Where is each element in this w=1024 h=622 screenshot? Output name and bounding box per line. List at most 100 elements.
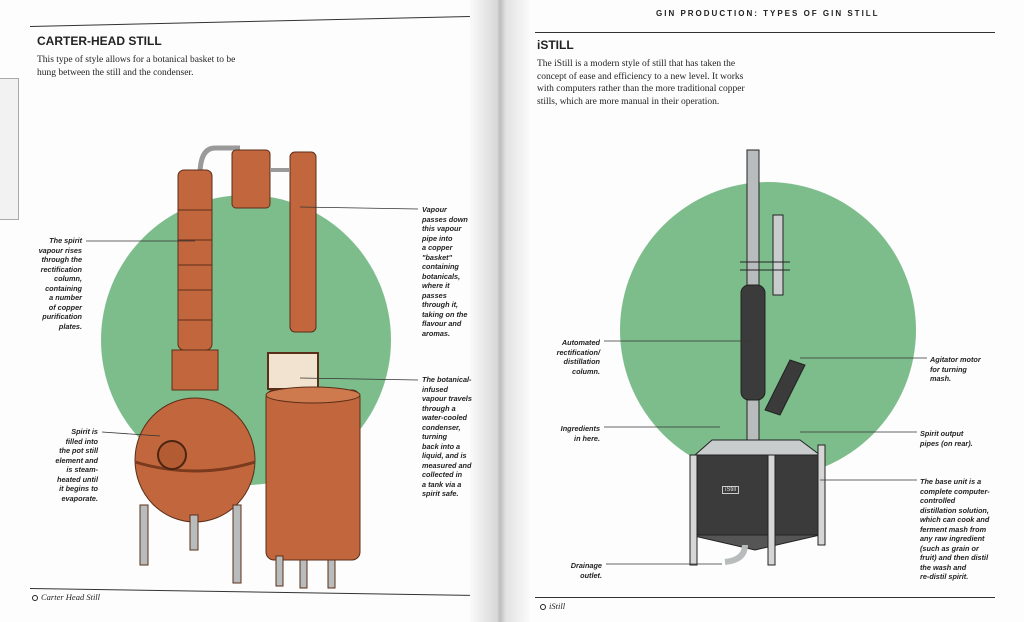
text-line: in here. xyxy=(574,433,600,443)
istill-unit-label: iStill xyxy=(722,486,740,494)
text-line: aromas. xyxy=(422,328,450,338)
text-line: it begins to xyxy=(59,484,98,493)
text-line: flavour and xyxy=(422,319,462,328)
text-line: stills, which are more manual in their o… xyxy=(537,96,720,107)
text-line: plates. xyxy=(58,321,82,331)
text-line: controlled xyxy=(920,496,956,505)
text-line: heated until xyxy=(57,474,98,484)
text-line: a copper xyxy=(422,243,453,252)
intro-istill: The iStill is a modern style of still th… xyxy=(537,58,745,108)
text-line: a tank via a xyxy=(422,479,462,489)
text-line: containing xyxy=(45,283,82,293)
text-line: fruit) and then distil xyxy=(920,553,989,562)
text-line: botanicals, xyxy=(422,271,461,281)
text-line: ferment mash from xyxy=(920,524,987,534)
text-line: of copper xyxy=(48,302,82,312)
text-line: through a xyxy=(422,403,456,413)
text-line: with computers rather than the more trad… xyxy=(537,84,745,94)
text-line: pipes (on rear). xyxy=(920,438,973,448)
text-line: passes xyxy=(422,290,447,300)
page-title-carter-head: CARTER-HEAD STILL xyxy=(37,34,162,48)
text-line: Carter Head Still xyxy=(41,592,101,602)
intro-line: This type of style allows for a botanica… xyxy=(37,55,236,65)
left-leader-lines xyxy=(86,206,419,437)
text-line: The base unit is a xyxy=(920,477,982,486)
text-line: (such as grain or xyxy=(920,543,979,553)
text-line: iStill xyxy=(549,601,566,611)
text-line: concept of ease and efficiency to a new … xyxy=(537,71,744,82)
caption-bullet-icon xyxy=(32,595,38,601)
text-line: Spirit is xyxy=(71,427,98,436)
text-line: outlet. xyxy=(580,570,602,580)
caption-bullet-icon xyxy=(540,604,546,610)
text-line: complete computer- xyxy=(920,486,990,496)
text-line: measured and xyxy=(422,460,472,470)
text-line: turning xyxy=(422,432,448,441)
right-bottom-rule xyxy=(535,597,995,598)
text-line: for turning xyxy=(930,364,967,374)
intro-carter-head: This type of style allows for a botanica… xyxy=(37,54,235,79)
text-line: The iStill is a modern style of still th… xyxy=(537,59,736,69)
carter-head-still-illustration xyxy=(134,145,361,589)
text-line: Spirit output xyxy=(920,429,964,438)
text-line: evaporate. xyxy=(61,493,98,503)
text-line: filled into xyxy=(65,436,98,446)
text-line: distillation solution, xyxy=(920,505,989,515)
text-line: rectification/ xyxy=(556,347,600,357)
text-line: which can cook and xyxy=(920,515,990,524)
text-line: spirit safe. xyxy=(422,489,459,498)
text-line: rectification xyxy=(40,264,82,274)
right-green-circle xyxy=(620,182,916,478)
text-line: through it, xyxy=(422,300,459,309)
text-line: where it xyxy=(422,281,450,290)
caption-carter-head: Carter Head Still xyxy=(32,592,100,602)
text-line: collected in xyxy=(422,470,463,479)
running-head: GIN PRODUCTION: TYPES OF GIN STILL xyxy=(656,9,880,18)
text-line: water-cooled xyxy=(422,413,468,422)
text-line: "basket" xyxy=(422,252,453,262)
text-line: a number xyxy=(49,293,82,302)
text-line: The botanical- xyxy=(422,375,472,384)
page-title-istill: iSTILL xyxy=(537,38,574,52)
text-line: re-distil spirit. xyxy=(920,572,969,581)
page-tab-edge xyxy=(0,78,19,220)
text-line: back into a xyxy=(422,441,461,451)
text-line: infused xyxy=(422,384,448,394)
text-line: through the xyxy=(41,255,82,264)
text-line: mash. xyxy=(930,374,952,383)
text-line: this vapour xyxy=(422,224,462,233)
text-line: column, xyxy=(54,274,82,283)
text-line: element and xyxy=(55,455,98,465)
text-line: distillation xyxy=(563,357,601,366)
text-line: the wash and xyxy=(920,562,967,572)
right-leader-lines xyxy=(604,340,927,565)
text-line: purification xyxy=(42,312,82,321)
text-line: Drainage xyxy=(570,561,602,570)
text-line: passes down xyxy=(422,214,468,224)
intro-line: hung between the still and the condenser… xyxy=(37,67,194,78)
text-line: Ingredients xyxy=(560,424,600,433)
book-gutter xyxy=(470,0,530,622)
text-line: taking on the xyxy=(422,309,468,319)
text-line: vapour travels xyxy=(422,394,472,403)
right-top-rule xyxy=(535,32,995,33)
text-line: any raw ingredient xyxy=(920,534,985,543)
text-line: The spirit xyxy=(49,236,82,245)
text-line: Automated xyxy=(561,338,600,347)
text-line: Vapour xyxy=(422,205,447,214)
text-line: is steam- xyxy=(66,465,98,474)
istill-illustration xyxy=(689,149,826,566)
text-line: liquid, and is xyxy=(422,451,467,460)
caption-istill: iStill xyxy=(540,601,565,611)
